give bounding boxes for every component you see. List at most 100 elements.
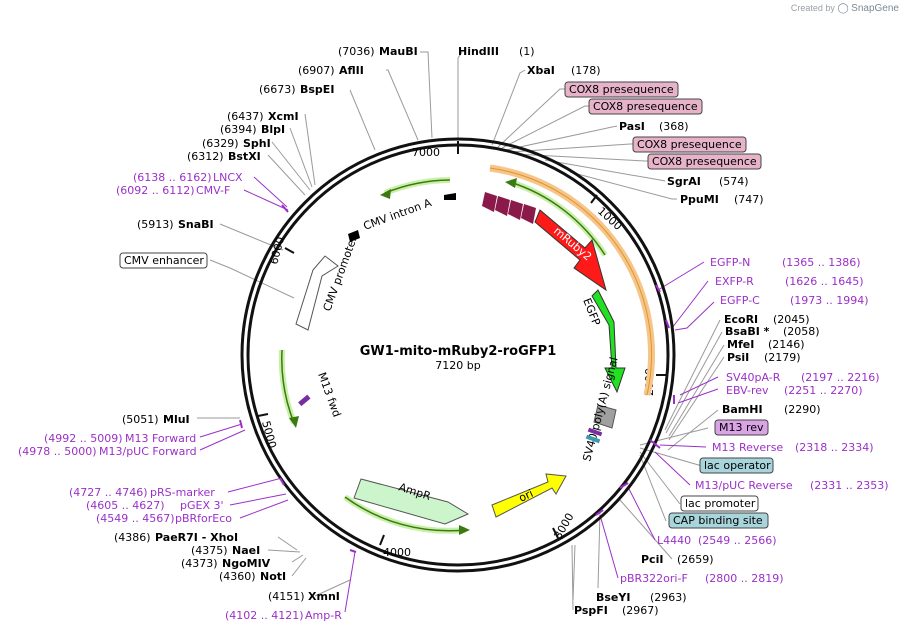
site-ecori[interactable]: EcoRI [724, 313, 758, 326]
primer-ebv-rev[interactable]: EBV-rev [726, 384, 769, 397]
site-psii[interactable]: PsiI [727, 351, 749, 364]
site-pspfi-pos: (2967) [622, 604, 659, 617]
m13-rev-box[interactable] [714, 419, 769, 436]
cox8-box-1[interactable] [564, 81, 679, 98]
site-xmni-pos: (4151) [268, 590, 305, 603]
site-ngomiv[interactable]: NgoMIV [222, 557, 271, 570]
site-blpi[interactable]: BlpI [261, 123, 285, 136]
site-naei[interactable]: NaeI [232, 544, 260, 557]
snapgene-logo-icon: ◯ [837, 3, 849, 14]
site-ppumi-pos: (747) [734, 193, 764, 206]
snapgene-credit: Created by ◯ SnapGene [791, 3, 899, 14]
cmv-promoter-feature [295, 255, 339, 331]
site-pasi[interactable]: PasI [619, 120, 645, 133]
primer-exfp-r[interactable]: EXFP-R [715, 275, 754, 288]
site-bamhi[interactable]: BamHI [722, 403, 763, 416]
primer-marks [239, 204, 675, 553]
site-ngomiv-pos: (4373) [181, 557, 218, 570]
site-maubi[interactable]: MauBI [379, 45, 418, 58]
cap-binding-box[interactable] [668, 512, 769, 529]
plasmid-name: GW1-mito-mRuby2-roGFP1 [360, 344, 557, 359]
primer-sv40pa-r[interactable]: SV40pA-R [726, 371, 781, 384]
site-bseyi[interactable]: BseYI [596, 591, 630, 604]
site-paer7i-pos: (4386) [114, 531, 151, 544]
primer-m13-reverse[interactable]: M13 Reverse [712, 441, 783, 454]
cox8-box-3[interactable] [632, 136, 747, 153]
cox8-label-3: COX8 presequence [637, 138, 742, 151]
egfp-feature [591, 289, 626, 394]
leader-lines [197, 51, 725, 611]
primer-pgex3-range: (4605 .. 4627) [86, 499, 165, 512]
primer-egfp-c-range: (1973 .. 1994) [790, 294, 869, 307]
primer-m13-puc-reverse[interactable]: M13/pUC Reverse [695, 479, 793, 492]
site-bstxi[interactable]: BstXI [228, 150, 261, 163]
site-sphi[interactable]: SphI [243, 137, 271, 150]
site-mlui-pos: (5051) [122, 413, 159, 426]
small-features [298, 394, 603, 444]
primer-cmv-f[interactable]: CMV-F [196, 184, 230, 197]
site-aflii[interactable]: AflII [339, 64, 364, 77]
primer-m13-puc-forward[interactable]: M13/pUC Forward [99, 445, 197, 458]
site-ecori-pos: (2045) [773, 313, 810, 326]
ampr-feature [353, 478, 470, 525]
site-noti-pos: (4360) [219, 570, 256, 583]
mruby2-feature [534, 209, 607, 292]
primer-prs-marker[interactable]: pRS-marker [150, 486, 215, 499]
primer-pbr322ori-f-range: (2800 .. 2819) [705, 572, 784, 585]
site-bspei-pos: (6673) [259, 83, 296, 96]
site-pspfi[interactable]: PspFI [574, 604, 608, 617]
site-sgrai[interactable]: SgrAI [667, 175, 701, 188]
cox8-box-4[interactable] [647, 153, 762, 170]
site-ppumi[interactable]: PpuMI [680, 193, 719, 206]
site-bspei[interactable]: BspEI [300, 83, 334, 96]
site-pcii[interactable]: PciI [641, 553, 663, 566]
primer-pgex3[interactable]: pGEX 3' [180, 499, 224, 512]
site-bsabi[interactable]: BsaBI * [725, 325, 770, 338]
cmv-intron-marks [348, 193, 456, 242]
site-xbai[interactable]: XbaI [527, 64, 555, 77]
ori-feature [491, 473, 567, 518]
site-mfei[interactable]: MfeI [727, 338, 754, 351]
site-hindiii-pos: (1) [519, 45, 535, 58]
site-mfei-pos: (2146) [768, 338, 805, 351]
m13-rev-label: M13 rev [719, 421, 764, 434]
site-mlui[interactable]: MluI [163, 413, 190, 426]
sv40-polya-feature [593, 404, 617, 429]
primer-egfp-c[interactable]: EGFP-C [720, 294, 760, 307]
lac-operator-box[interactable] [699, 457, 774, 474]
primer-pbr322ori-f[interactable]: pBR322ori-F [620, 572, 688, 585]
site-snabi[interactable]: SnaBI [178, 218, 214, 231]
plasmid-length: 7120 bp [435, 359, 480, 372]
primer-l4440-range: (2549 .. 2566) [698, 534, 777, 547]
primer-m13-forward[interactable]: M13 Forward [125, 432, 196, 445]
site-xbai-pos: (178) [571, 64, 601, 77]
credit-brand: SnapGene [851, 3, 899, 14]
backbone-outer [240, 137, 676, 573]
primer-lncx[interactable]: LNCX [213, 171, 243, 184]
primer-egfp-n[interactable]: EGFP-N [710, 256, 750, 269]
primer-pbrforeco-range: (4549 .. 4567) [96, 512, 175, 525]
site-xmni[interactable]: XmnI [308, 590, 340, 603]
cox8-label-4: COX8 presequence [652, 155, 757, 168]
primer-l4440[interactable]: L4440 [657, 534, 691, 547]
cox8-label-1: COX8 presequence [569, 83, 674, 96]
credit-prefix: Created by [790, 3, 835, 13]
primer-amp-r[interactable]: Amp-R [305, 609, 342, 622]
site-hindiii[interactable]: HindIII [458, 45, 499, 58]
cmv-enhancer-box[interactable] [119, 252, 208, 269]
primer-cmv-f-range: (6092 .. 6112) [116, 184, 195, 197]
site-pcii-pos: (2659) [677, 553, 714, 566]
site-pasi-pos: (368) [659, 120, 689, 133]
site-paer7i-xhoi[interactable]: PaeR7I - XhoI [155, 531, 238, 544]
primer-m13-reverse-range: (2318 .. 2334) [795, 441, 874, 454]
primer-prs-marker-range: (4727 .. 4746) [69, 486, 148, 499]
site-noti[interactable]: NotI [260, 570, 286, 583]
site-xcmi[interactable]: XcmI [268, 110, 299, 123]
cox8-label-2: COX8 presequence [593, 100, 698, 113]
site-bstxi-pos: (6312) [187, 150, 224, 163]
cox8-box-2[interactable] [588, 98, 703, 115]
site-psii-pos: (2179) [764, 351, 801, 364]
primer-pbrforeco[interactable]: pBRforEco [175, 512, 232, 525]
lac-promoter-box[interactable] [680, 495, 759, 512]
